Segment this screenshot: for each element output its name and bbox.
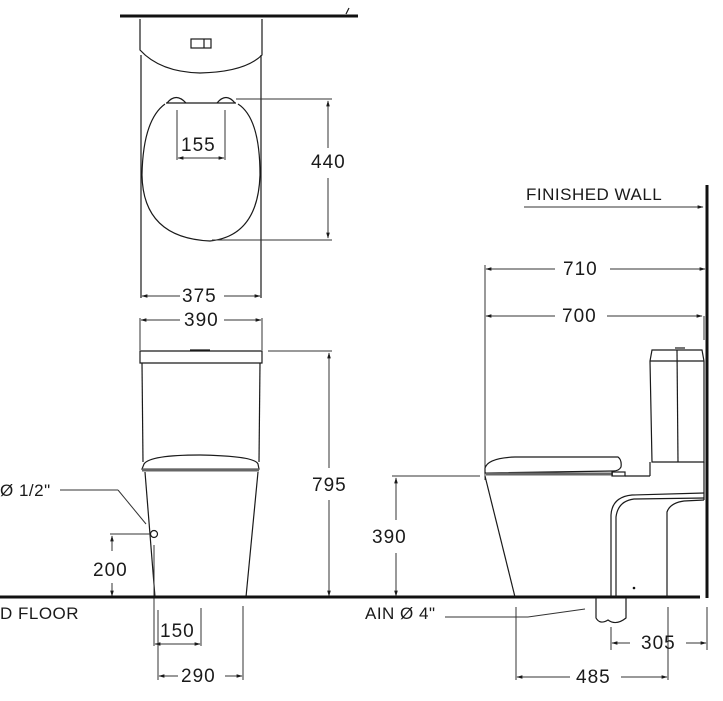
hinge-left	[166, 96, 187, 104]
dim-drain-to-front: 485	[576, 667, 611, 688]
wall-tick	[345, 7, 350, 15]
dim-hinge-spacing: 155	[181, 135, 216, 156]
dim-total-depth: 710	[563, 259, 598, 280]
dim-seat-length: 440	[311, 152, 346, 173]
front-view	[60, 318, 332, 680]
side-bowl-front	[484, 475, 516, 598]
side-seat	[484, 456, 622, 474]
dim-inlet-height: 200	[93, 560, 128, 581]
seat-front	[141, 454, 260, 470]
dim-bowl-depth: 700	[562, 306, 597, 327]
trapway-outer	[610, 492, 705, 597]
bowl-right-edge	[245, 471, 259, 598]
side-view	[392, 185, 709, 680]
hinge-right	[216, 96, 236, 104]
tank-lid	[139, 350, 263, 364]
dim-tank-width: 390	[184, 310, 219, 331]
flush-button-icon	[190, 38, 212, 49]
dim-seat-width: 375	[182, 286, 217, 307]
dim-seat-height: 390	[372, 527, 407, 548]
water-inlet-icon	[149, 529, 159, 539]
drain-pipe	[595, 598, 627, 624]
dim-base-width: 290	[181, 666, 216, 687]
drain-label: AIN Ø 4"	[365, 604, 436, 623]
floor-label: D FLOOR	[0, 604, 80, 623]
seat-oval	[141, 103, 261, 242]
dim-total-height: 795	[312, 475, 347, 496]
dim-inlet-offset: 150	[160, 621, 195, 642]
tank-top-outline	[139, 19, 263, 74]
water-inlet-label: Ø 1/2"	[0, 481, 51, 500]
dim-rough-in: 305	[641, 633, 676, 654]
finished-wall-label: FINISHED WALL	[526, 185, 663, 204]
top-view	[120, 7, 358, 298]
